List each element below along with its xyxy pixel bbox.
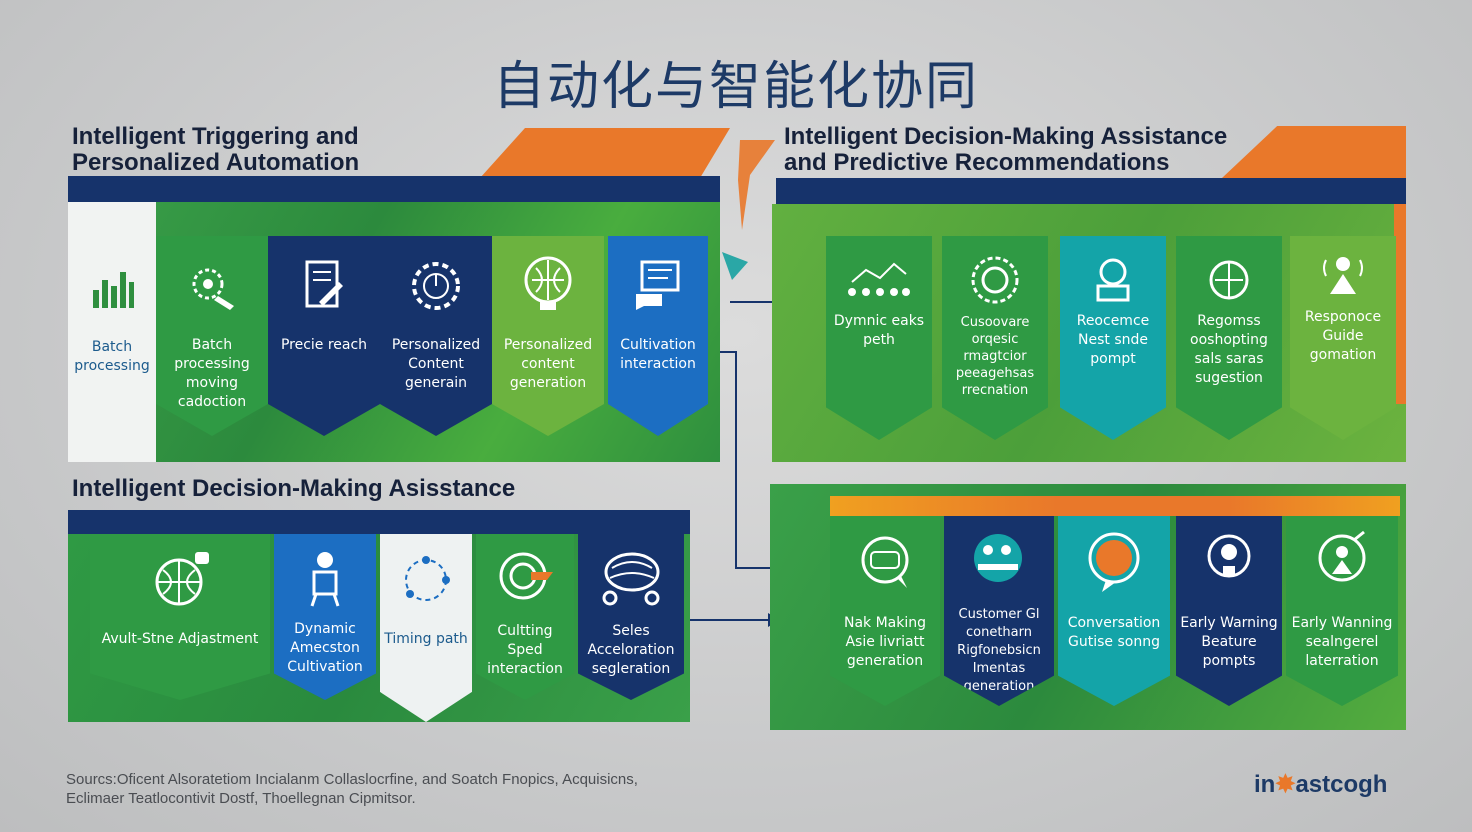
section-title-line: Intelligent Decision-Making Assistance [784,123,1228,150]
document-pen-icon [305,260,343,308]
globe-grid-icon [155,552,209,606]
section-title-line: and Predictive Recommendations [784,149,1170,176]
card-task-making[interactable]: Nak Making Asie livriatt generation [830,516,940,706]
brain-car-icon [602,552,660,606]
navy-header-bar [68,176,720,202]
card-label: Avult-Stne Adjastment [101,631,259,647]
speech-bubble-icon [1088,532,1140,592]
bar-chart-icon [93,272,134,308]
robot-icon [1096,258,1130,302]
card-label: Customer Gl conetharn Rigfonebsicn Iment… [957,607,1041,694]
people-desk-icon [974,534,1022,582]
people-network-icon [848,262,910,296]
person-robot-icon [310,552,340,607]
section-title-line: Intelligent Triggering and [72,123,359,150]
burst-icon: ✸ [1275,771,1296,798]
card-cultivation-interaction[interactable]: Cultivation interaction [608,236,708,436]
card-response-guide[interactable]: Responoce Guide gomation [1290,236,1396,440]
section-title-decision: Intelligent Decision-Making Asisstance [72,475,516,502]
orange-accent-banner [480,128,730,178]
card-label: Early Wanning sealngerel laterration [1291,615,1393,669]
alert-bulb-icon [1207,534,1251,578]
card-customer-generation[interactable]: Customer Gl conetharn Rigfonebsicn Iment… [944,516,1054,706]
card-label: Personalized content generation [503,337,593,391]
card-reference-next-prompt[interactable]: Reocemce Nest snde pompt [1060,236,1166,440]
card-dynamic-cultivation[interactable]: Dynamic Amecston Cultivation [274,534,376,700]
section-title-triggering: Intelligent Triggering and Personalized … [72,124,359,176]
card-label: Early Warning Beature pompts [1180,615,1278,669]
card-label: Batch processing [74,339,150,374]
card-label: Batch processing moving cadoction [174,337,250,410]
navy-header-bar [776,178,1406,204]
logo-text-right: astcogh [1295,771,1388,798]
person-target-icon [1318,530,1366,582]
target-icon [971,256,1019,304]
speed-gauge-icon [499,552,553,600]
chat-screen-icon [636,260,680,310]
network-nodes-icon [405,556,450,601]
card-label: Cusoovare orqesic rmagtcior peeagehsas r… [955,315,1035,398]
card-label: Seles Acceloration segleration [587,623,675,677]
card-conversation-guide[interactable]: Conversation Gutise sonng [1058,516,1170,706]
card-label: Timing path [384,631,468,647]
card-batch-processing[interactable]: Batch processing [68,202,156,462]
card-label: Dynamic Amecston Cultivation [287,621,363,675]
card-early-warning-intervention[interactable]: Early Wanning sealngerel laterration [1286,516,1398,706]
card-timing-path[interactable]: Timing path [380,534,472,722]
card-batch-processing-moving[interactable]: Batch processing moving cadoction [156,236,268,436]
person-signal-icon [1323,257,1363,294]
card-label: Regomss ooshopting sals saras sugestion [1190,313,1268,386]
card-personalized-generation[interactable]: Personalized content generation [492,236,604,436]
card-multi-step-adjustment[interactable]: Avult-Stne Adjastment [90,534,270,700]
card-dynamic-peaks[interactable]: Dymnic eaks peth [826,236,932,440]
orange-edge [1394,204,1406,404]
card-label: Precie reach [280,337,368,353]
card-early-warning-prompts[interactable]: Early Warning Beature pompts [1176,516,1282,706]
section-title-line: Personalized Automation [72,149,360,176]
card-sales-acceleration[interactable]: Seles Acceloration segleration [578,534,684,700]
card-label: Reocemce Nest snde pompt [1076,313,1150,367]
card-response-suggestion[interactable]: Regomss ooshopting sals saras sugestion [1176,236,1282,440]
brain-globe-icon [524,256,572,310]
chat-bubble-icon [861,536,909,588]
sheep-globe-icon [1209,260,1249,300]
logo-text-left: in [1254,771,1276,798]
gear-globe-icon [412,262,460,310]
card-label: Conversation Gutise sonng [1067,615,1161,650]
card-personalized-content[interactable]: Personalized Content generain [380,236,492,436]
section-title-predictive: Intelligent Decision-Making Assistance a… [784,124,1227,176]
card-label: Responoce Guide gomation [1304,309,1382,363]
gear-hand-icon [192,268,234,310]
card-label: Cultivation interaction [620,337,696,372]
card-customer-recommendation[interactable]: Cusoovare orqesic rmagtcior peeagehsas r… [942,236,1048,440]
card-precise-reach[interactable]: Precie reach [268,236,380,436]
brand-logo: in✸astcogh [1254,770,1387,799]
orange-header-bar [830,496,1400,516]
page-title: 自动化与智能化协同 [492,57,979,117]
source-line: Sourcs:Oficent Alsoratetiom Incialanm Co… [66,771,638,788]
card-label: Personalized Content generain [391,337,481,391]
card-cutting-speed[interactable]: Cultting Sped interaction [476,534,574,700]
card-label: Cultting Sped interaction [487,623,563,677]
card-label: Dymnic eaks peth [833,313,925,348]
source-note: Sourcs:Oficent Alsoratetiom Incialanm Co… [66,770,638,808]
card-label: Nak Making Asie livriatt generation [843,615,927,669]
source-line: Eclimaer Teatlocontivit Dostf, Thoellegn… [66,790,416,807]
